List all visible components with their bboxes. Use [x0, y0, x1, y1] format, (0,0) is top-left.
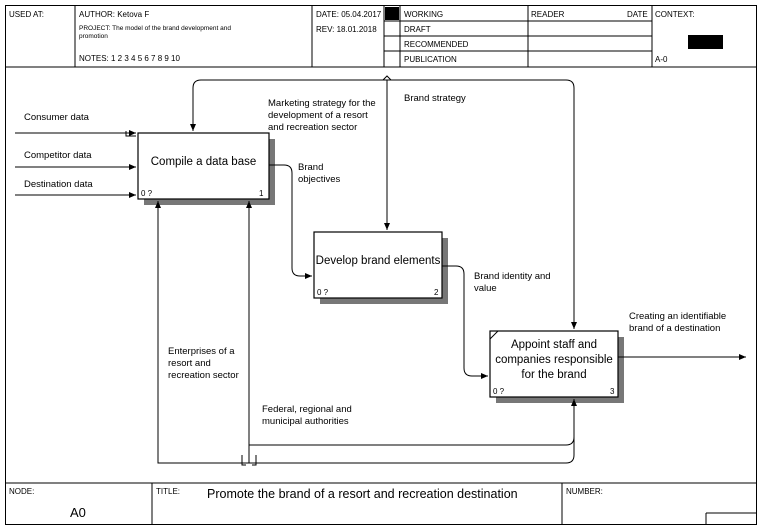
- header-grid: [5, 5, 757, 68]
- status-draft: DRAFT: [404, 25, 431, 34]
- project-field: PROJECT: The model of the brand developm…: [79, 25, 309, 41]
- box-1-number: 1: [259, 189, 264, 198]
- used-at-label: USED AT:: [9, 10, 44, 19]
- arrow-label-consumer-data: Consumer data: [24, 112, 89, 123]
- box-develop-brand-elements: [313, 231, 443, 299]
- author-field: AUTHOR: Ketova F: [79, 10, 150, 19]
- context-node: A-0: [655, 55, 668, 64]
- context-marker: [688, 35, 723, 49]
- context-label: CONTEXT:: [655, 10, 695, 19]
- date-field: DATE: 05.04.2017: [316, 10, 382, 19]
- node-label: NODE:: [9, 487, 35, 496]
- arrow-label-authorities: Federal, regional and municipal authorit…: [262, 404, 352, 427]
- box-compile-database: [137, 132, 270, 200]
- diagram-frame: [5, 5, 757, 525]
- notes-field: NOTES: 1 2 3 4 5 6 7 8 9 10: [79, 54, 180, 63]
- box-1-ref: 0 ?: [141, 189, 153, 198]
- box-1-label: Compile a data base: [150, 155, 257, 168]
- box-3-label: Appoint staff and companies responsible …: [495, 338, 613, 381]
- arrow-label-brand-objectives: Brand objectives: [298, 162, 341, 185]
- project-line-1: PROJECT: The model of the brand developm…: [79, 25, 231, 32]
- box-2-ref: 0 ?: [317, 288, 329, 297]
- date-label: DATE: [627, 10, 648, 19]
- status-recommended: RECOMMENDED: [404, 40, 469, 49]
- arrow-label-destination-data: Destination data: [24, 179, 93, 190]
- arrow-label-creating-brand: Creating an identifiable brand of a dest…: [629, 311, 727, 334]
- reader-label: READER: [531, 10, 565, 19]
- arrow-label-marketing-strategy: Marketing strategy for the development o…: [268, 98, 376, 133]
- node-value: A0: [70, 505, 86, 520]
- arrow-label-enterprises: Enterprises of a resort and recreation s…: [168, 346, 239, 381]
- arrow-label-brand-identity: Brand identity and value: [474, 271, 551, 294]
- box-3-ref: 0 ?: [493, 387, 505, 396]
- diagram-title: Promote the brand of a resort and recrea…: [207, 487, 518, 501]
- status-working: WORKING: [404, 10, 444, 19]
- footer-grid: [5, 482, 757, 525]
- status-publication: PUBLICATION: [404, 55, 457, 64]
- box-3-number: 3: [610, 387, 615, 396]
- arrow-label-competitor-data: Competitor data: [24, 150, 92, 161]
- box-2-number: 2: [434, 288, 439, 297]
- number-label: NUMBER:: [566, 487, 603, 496]
- title-label: TITLE:: [156, 487, 181, 496]
- arrow-label-brand-strategy: Brand strategy: [404, 93, 466, 104]
- box-2-label: Develop brand elements: [315, 254, 441, 267]
- box-appoint-staff: [489, 330, 619, 398]
- project-line-2: promotion: [79, 33, 108, 40]
- working-status-marker: [385, 7, 399, 20]
- rev-field: REV: 18.01.2018: [316, 25, 377, 34]
